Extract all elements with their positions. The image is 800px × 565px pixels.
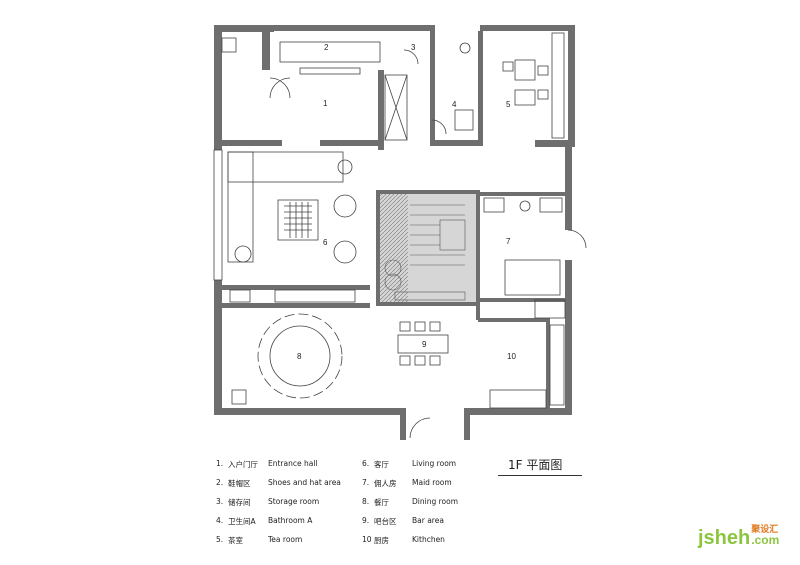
legend-chinese-name: 卫生间A — [228, 517, 256, 526]
legend-english-name: Kithchen — [412, 535, 445, 544]
legend-chinese-name: 吧台区 — [374, 517, 397, 526]
legend-number: 7. — [362, 478, 370, 487]
room-number-4: 4 — [452, 100, 457, 109]
room-number-1: 1 — [323, 99, 328, 108]
room-number-8: 8 — [297, 352, 302, 361]
legend-number: 10 — [362, 535, 372, 544]
legend-chinese-name: 鞋帽区 — [228, 479, 251, 488]
watermark-logo: jsheh 聚设汇 .com — [698, 524, 779, 549]
legend-chinese-name: 储存间 — [228, 498, 251, 507]
room-number-6: 6 — [323, 238, 328, 247]
legend-number: 4. — [216, 516, 224, 525]
legend-english-name: Bathroom A — [268, 516, 313, 525]
legend-chinese-name: 佣人房 — [374, 479, 397, 488]
room-number-5: 5 — [506, 100, 511, 109]
legend-chinese-name: 客厅 — [374, 460, 389, 469]
plan-title: 1F 平面图 — [498, 456, 582, 476]
watermark-brand: jsheh — [698, 527, 751, 549]
legend-chinese-name: 餐厅 — [374, 498, 389, 507]
staircase — [380, 194, 476, 302]
room-number-9: 9 — [422, 340, 427, 349]
legend-number: 6. — [362, 459, 370, 468]
legend-english-name: Entrance hall — [268, 459, 318, 468]
legend-english-name: Bar area — [412, 516, 444, 525]
legend-number: 9. — [362, 516, 370, 525]
legend-english-name: Living room — [412, 459, 457, 468]
furniture — [213, 32, 587, 439]
watermark-domain: .com — [751, 533, 780, 547]
legend-number: 5. — [216, 535, 224, 544]
legend-number: 2. — [216, 478, 224, 487]
room-number-3: 3 — [411, 43, 416, 52]
legend-chinese-name: 入户门厅 — [228, 460, 258, 469]
room-number-7: 7 — [506, 237, 511, 246]
legend-chinese-name: 茶室 — [228, 536, 243, 545]
legend-english-name: Tea room — [268, 535, 303, 544]
legend-english-name: Maid room — [412, 478, 452, 487]
room-number-10: 10 — [507, 352, 516, 361]
legend-number: 1. — [216, 459, 224, 468]
legend-english-name: Shoes and hat area — [268, 478, 341, 487]
room-numbers: 1 2 3 4 5 6 7 8 9 10 — [297, 43, 516, 361]
room-number-2: 2 — [324, 43, 329, 52]
legend-number: 8. — [362, 497, 370, 506]
watermark-zh: 聚设汇 — [751, 524, 779, 534]
legend-number: 3. — [216, 497, 224, 506]
legend-chinese-name: 厨房 — [374, 536, 389, 545]
legend-english-name: Dining room — [412, 497, 458, 506]
legend-english-name: Storage room — [268, 497, 320, 506]
watermark-suffix: 聚设汇 .com — [751, 524, 779, 549]
